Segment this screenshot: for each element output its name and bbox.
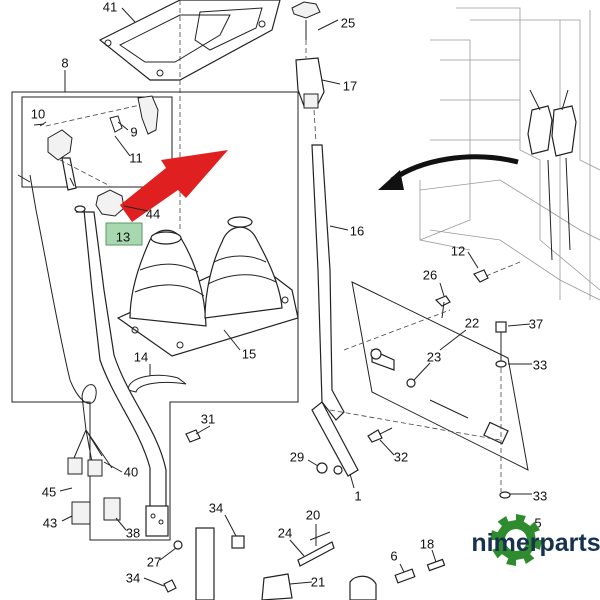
switch-parts: [33, 95, 159, 191]
callout-33: 33: [533, 357, 547, 372]
callout-10: 10: [31, 106, 45, 121]
highlight-pointer-arrow: [120, 150, 228, 222]
highlighted-callout-label: 13: [116, 229, 130, 244]
callout-14: 14: [134, 349, 148, 364]
callout-25: 25: [341, 15, 355, 30]
callout-32: 32: [394, 449, 408, 464]
callout-29: 29: [290, 449, 304, 464]
callout-5: 5: [534, 515, 541, 530]
brand-name: nimerparts: [471, 529, 600, 557]
curved-arrow-head: [378, 170, 404, 190]
switch-detail-box: [21, 96, 173, 188]
callout-21: 21: [311, 574, 325, 589]
callout-37: 37: [529, 316, 543, 331]
callout-6: 6: [390, 548, 397, 563]
cable-tie: [127, 374, 187, 393]
callout-27: 27: [147, 554, 161, 569]
callout-34: 34: [126, 570, 140, 585]
callout-34: 34: [209, 500, 223, 515]
brand-logo: nimerparts: [471, 514, 600, 566]
callout-16: 16: [350, 223, 364, 238]
callout-17: 17: [343, 78, 357, 93]
cab-frame: [419, 7, 600, 301]
switch-knob: [95, 189, 125, 217]
callout-43: 43: [43, 515, 57, 530]
gear-hole: [505, 529, 527, 551]
wire-harness: [17, 174, 121, 525]
callout-26: 26: [423, 267, 437, 282]
callout-33: 33: [533, 488, 547, 503]
callout-11: 11: [129, 150, 143, 165]
curved-arrow: [390, 154, 519, 183]
callout-24: 24: [278, 525, 292, 540]
lever-16: [291, 1, 359, 477]
assembly-outline: [11, 91, 299, 541]
highlighted-callout-box: [105, 222, 143, 246]
small-hardware: [185, 427, 393, 489]
bolt-37: [495, 321, 511, 499]
lower-parts: [163, 524, 446, 600]
gear-boot: [116, 216, 299, 357]
leader-lines: [39, 7, 532, 587]
shift-lever: [74, 205, 169, 537]
callout-31: 31: [201, 411, 215, 426]
callout-9: 9: [130, 124, 137, 139]
callout-23: 23: [427, 349, 441, 364]
callout-15: 15: [242, 346, 256, 361]
callout-1: 1: [354, 488, 361, 503]
bolt-12: [473, 269, 489, 283]
callout-22: 22: [465, 315, 479, 330]
callout-44: 44: [146, 206, 160, 221]
callout-8: 8: [61, 55, 68, 70]
callout-40: 40: [124, 464, 138, 479]
linkage-panel: [329, 281, 529, 471]
callout-45: 45: [42, 484, 56, 499]
callout-41: 41: [103, 0, 117, 14]
callout-38: 38: [126, 525, 140, 540]
gear-icon: [490, 514, 542, 566]
callout-18: 18: [420, 536, 434, 551]
gasket-plate: [98, 0, 281, 230]
callout-20: 20: [306, 507, 320, 522]
callout-12: 12: [451, 243, 465, 258]
